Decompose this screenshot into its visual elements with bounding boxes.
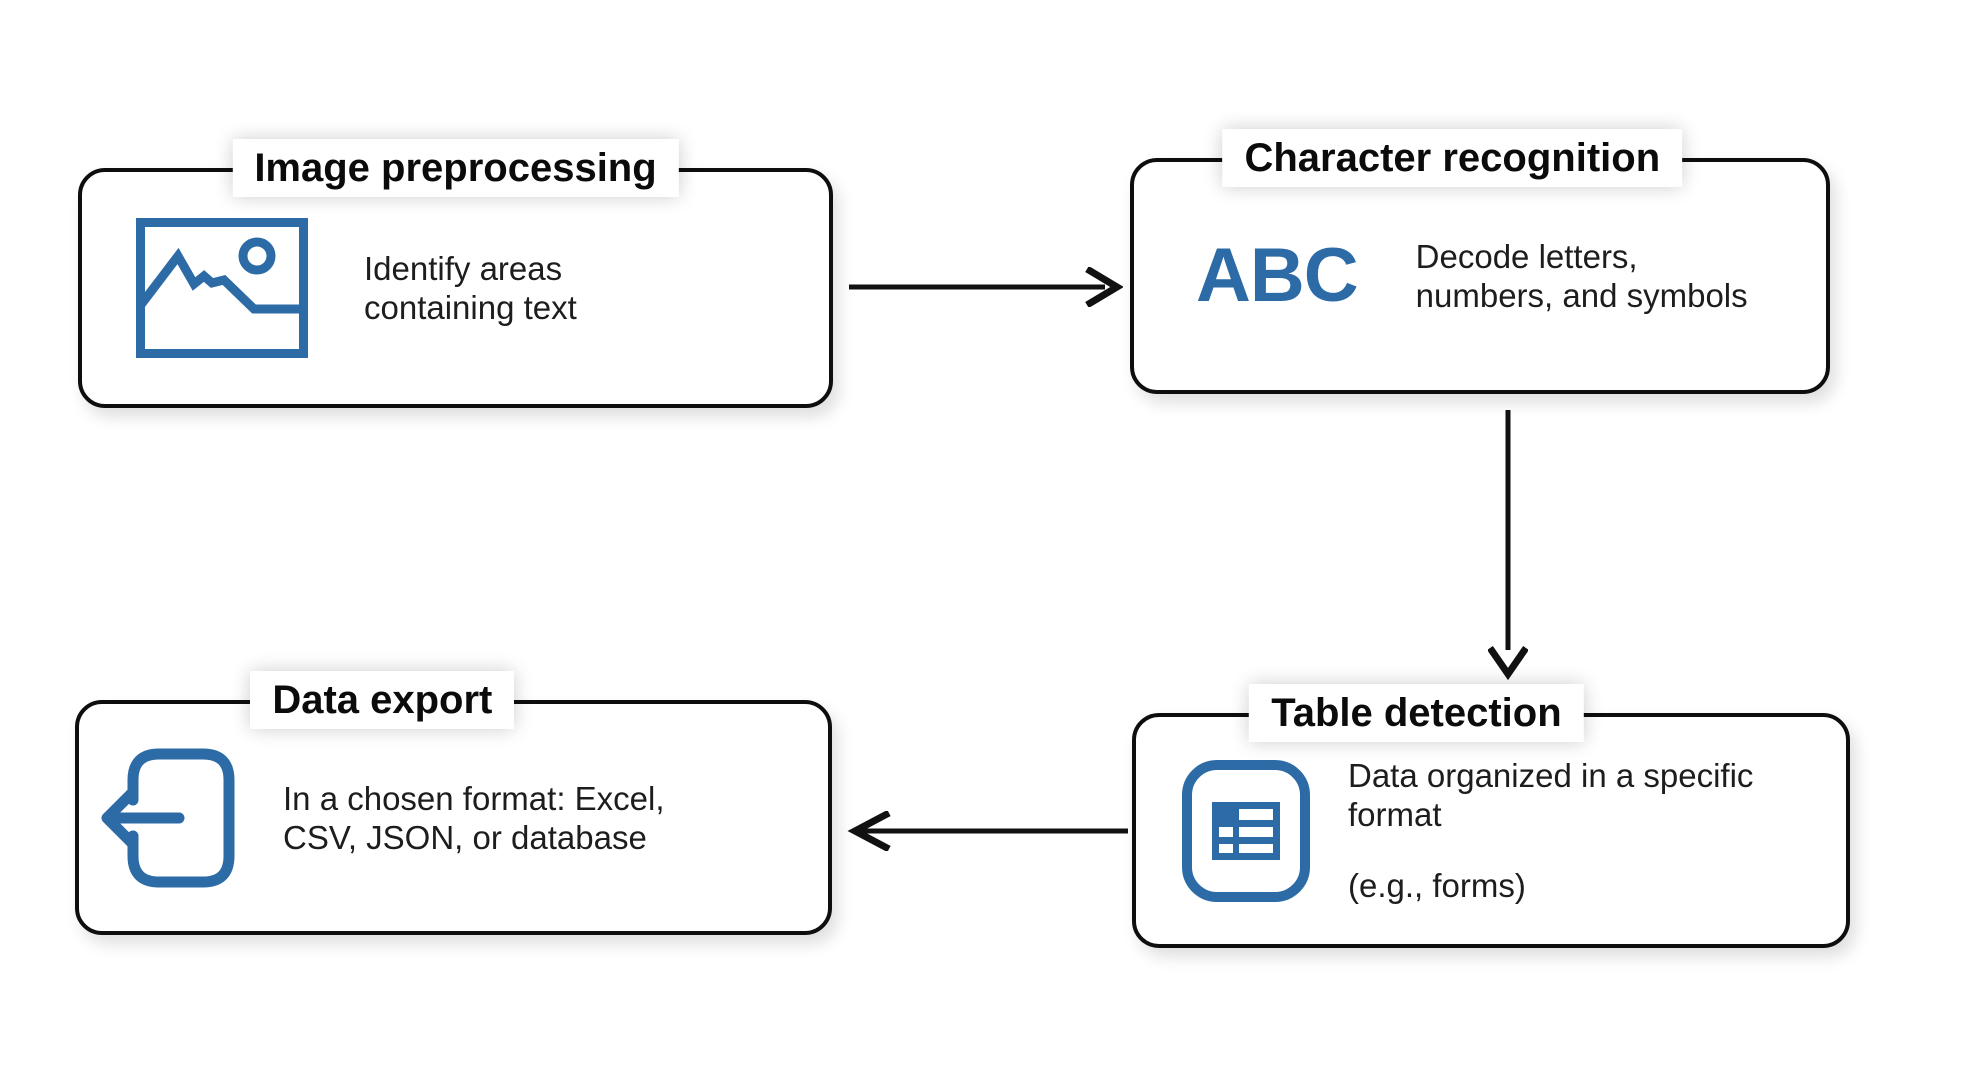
node-description: Decode letters, numbers, and symbols	[1416, 237, 1748, 315]
arrow-right-icon	[849, 267, 1123, 307]
text-line: In a chosen format: Excel,	[283, 779, 665, 817]
text-line: Data organized in a specific	[1348, 757, 1754, 794]
node-title: Character recognition	[1222, 129, 1683, 187]
image-icon	[136, 218, 308, 358]
table-icon	[1182, 759, 1310, 902]
node-character-recognition: Character recognition ABC Decode letters…	[1130, 129, 1830, 394]
text-line: numbers, and symbols	[1415, 277, 1748, 314]
text-line: containing text	[364, 289, 577, 326]
node-title: Table detection	[1249, 684, 1584, 742]
arrow-left-icon	[847, 811, 1128, 851]
node-description: In a chosen format: Excel, CSV, JSON, or…	[283, 779, 665, 857]
text-line: format	[1348, 796, 1442, 833]
abc-icon: ABC	[1196, 233, 1359, 318]
text-line: Identify areas	[364, 250, 563, 287]
node-title: Image preprocessing	[232, 139, 679, 197]
node-image-preprocessing: Image preprocessing Identify areas conta…	[78, 139, 833, 408]
node-table-detection: Table detection Data organized in a spec…	[1132, 684, 1850, 948]
text-note: (e.g., forms)	[1348, 867, 1526, 904]
node-description: Data organized in a specific format (e.g…	[1348, 756, 1753, 905]
node-title: Data export	[250, 671, 515, 729]
text-line: CSV, JSON, or database	[283, 818, 647, 856]
text-line: Decode letters,	[1415, 238, 1638, 275]
export-icon	[101, 748, 235, 887]
node-data-export: Data export In a chosen format: Excel, C…	[75, 671, 832, 935]
arrow-down-icon	[1488, 410, 1528, 680]
node-description: Identify areas containing text	[364, 249, 577, 327]
